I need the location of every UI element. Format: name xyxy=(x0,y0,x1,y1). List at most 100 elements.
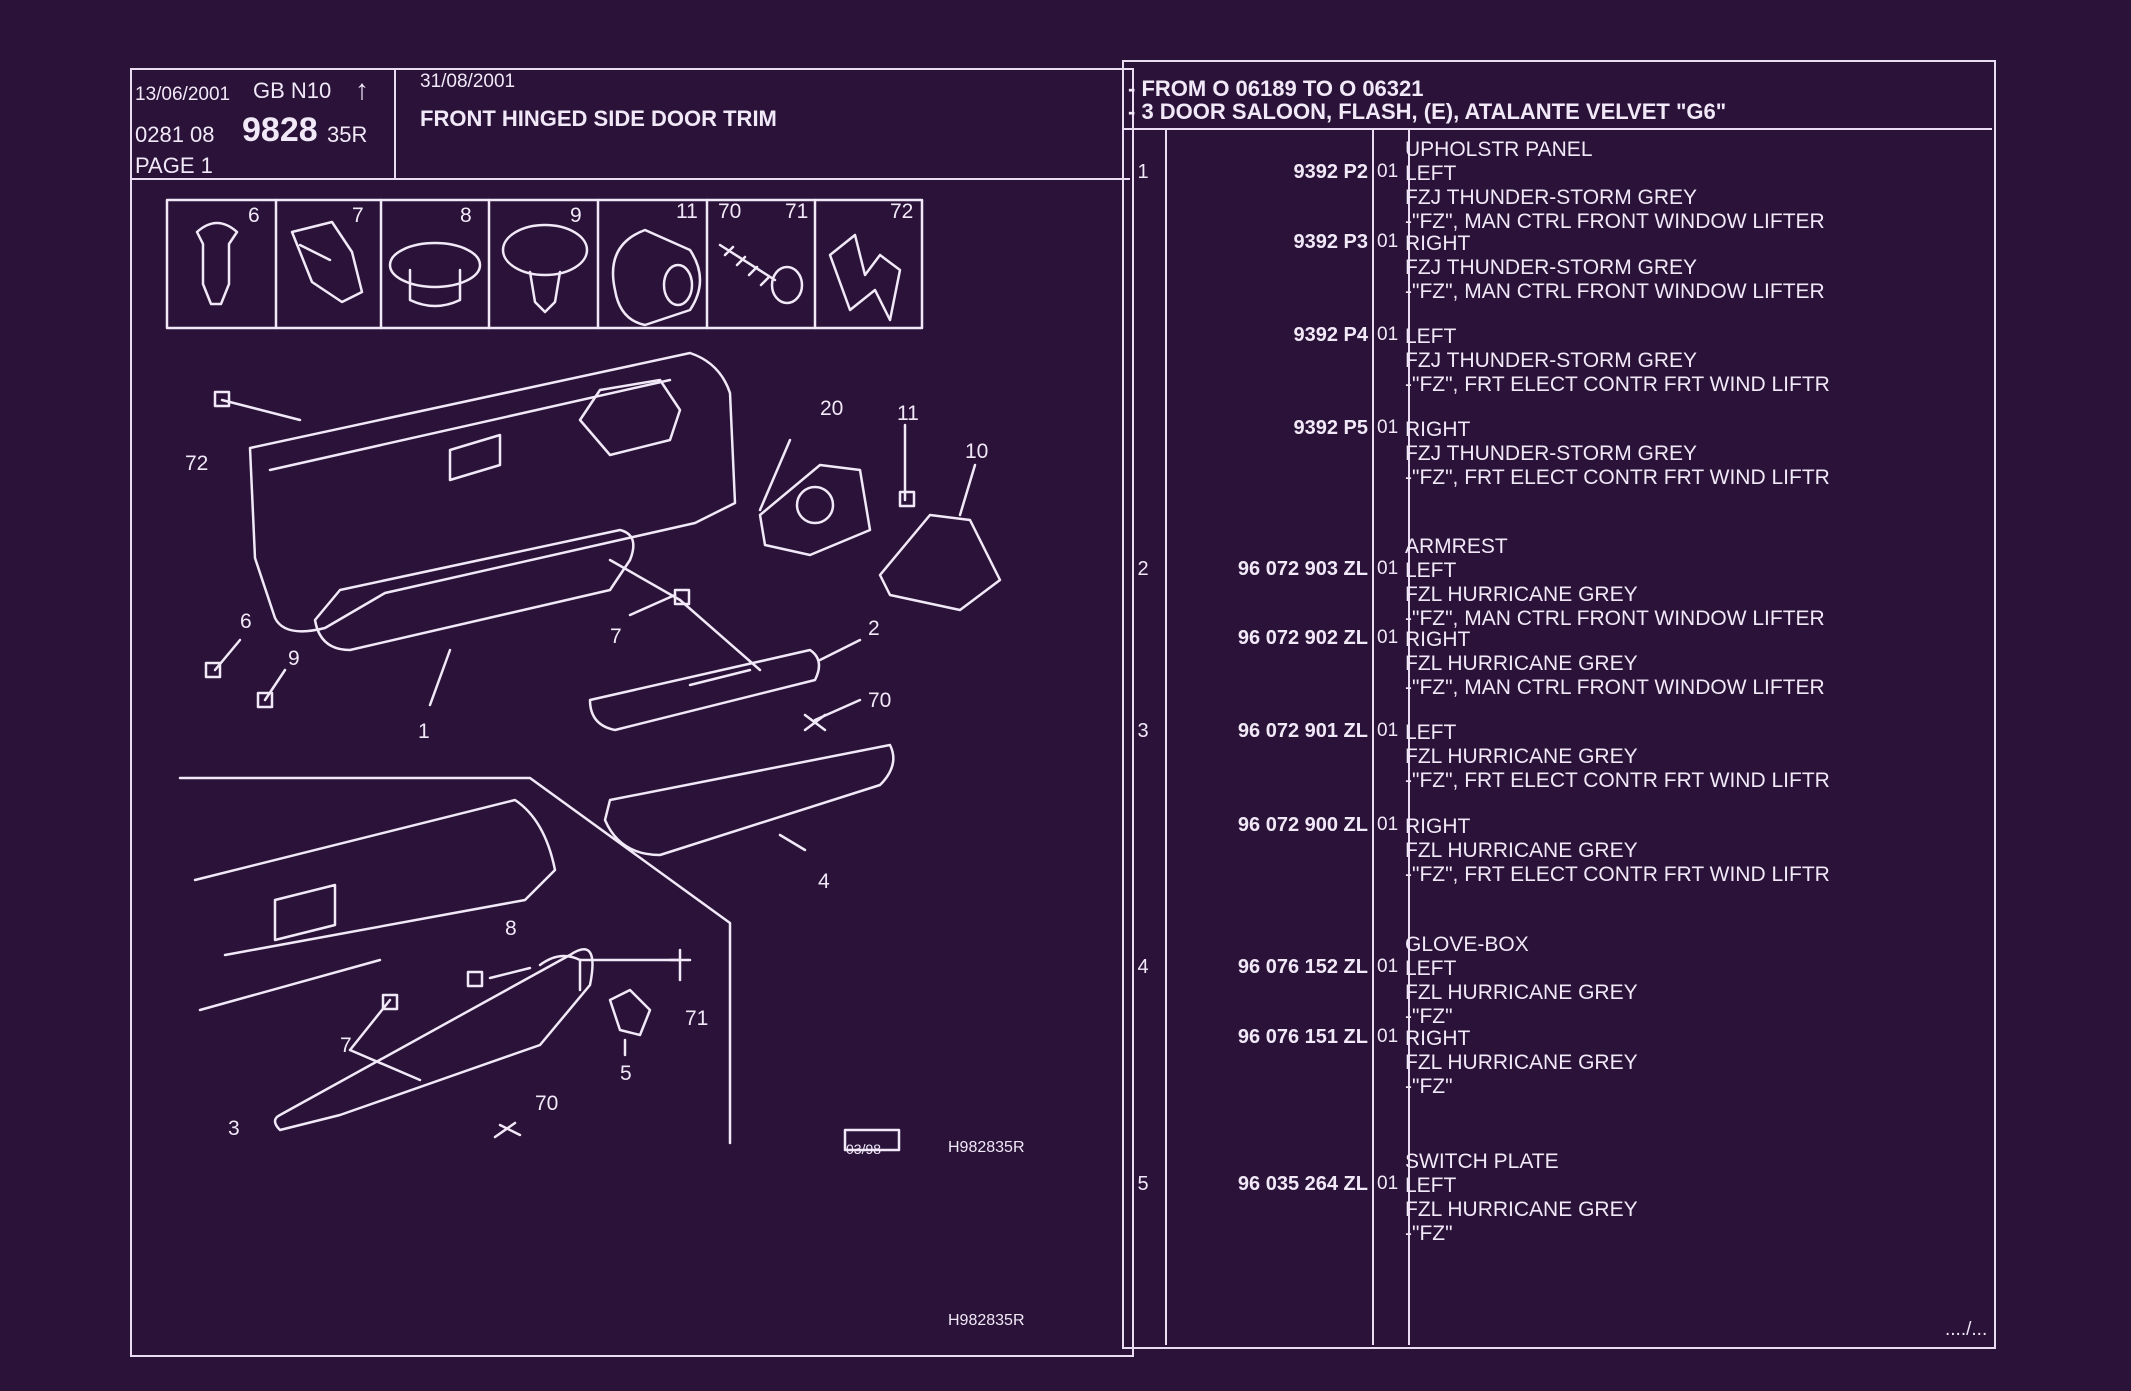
callout-7b: 7 xyxy=(340,1034,352,1057)
part-index: 2 xyxy=(1137,558,1149,580)
part-side: LEFT xyxy=(1405,325,1457,348)
part-description: -"FZ", MAN CTRL FRONT WINDOW LIFTER xyxy=(1405,280,1825,303)
callout-71: 71 xyxy=(685,1007,708,1030)
header-range: - FROM O 06189 TO O 06321 xyxy=(1128,76,1424,101)
part-group-heading: UPHOLSTR PANEL xyxy=(1405,138,1593,161)
revision-stamp: 03/98 xyxy=(846,1141,882,1157)
col-divider-qty-right xyxy=(1408,128,1410,1345)
part-description: FZJ THUNDER-STORM GREY xyxy=(1405,442,1698,465)
part-index: 1 xyxy=(1137,161,1149,183)
header-date-2: 31/08/2001 xyxy=(420,71,516,92)
part-reference: 9392 P2 xyxy=(1293,161,1368,183)
header-divider-vertical xyxy=(394,68,396,178)
part-description: FZL HURRICANE GREY xyxy=(1405,652,1638,675)
part-side: LEFT xyxy=(1405,559,1457,582)
left-panel-frame xyxy=(130,68,1134,1357)
part-side: RIGHT xyxy=(1405,628,1471,651)
part-side: LEFT xyxy=(1405,957,1457,980)
thumb-label-11: 11 xyxy=(676,200,698,223)
part-quantity: 01 xyxy=(1377,558,1399,579)
header-page: PAGE 1 xyxy=(135,153,213,178)
part-side: RIGHT xyxy=(1405,815,1471,838)
part-side: RIGHT xyxy=(1405,1027,1471,1050)
thumb-label-70: 70 xyxy=(718,200,741,223)
part-quantity: 01 xyxy=(1377,1026,1399,1047)
part-quantity: 01 xyxy=(1377,814,1399,835)
callout-3: 3 xyxy=(228,1117,240,1140)
part-reference: 96 076 152 ZL xyxy=(1237,956,1368,978)
part-description: FZJ THUNDER-STORM GREY xyxy=(1405,256,1698,279)
part-quantity: 01 xyxy=(1377,720,1399,741)
part-index: 3 xyxy=(1137,720,1149,742)
header-date-1: 13/06/2001 xyxy=(135,84,231,105)
callout-8: 8 xyxy=(505,917,517,940)
diagram-ref-code-bottom: H982835R xyxy=(948,1312,1025,1329)
part-quantity: 01 xyxy=(1377,161,1399,182)
diagram-ref-code: H982835R xyxy=(948,1139,1025,1156)
part-reference: 9392 P4 xyxy=(1293,324,1368,346)
callout-5: 5 xyxy=(620,1062,632,1085)
part-reference: 96 076 151 ZL xyxy=(1237,1026,1368,1048)
part-description: FZL HURRICANE GREY xyxy=(1405,1051,1638,1074)
part-quantity: 01 xyxy=(1377,956,1399,977)
part-index: 4 xyxy=(1137,956,1149,978)
header-divider-left xyxy=(130,178,1130,180)
part-description: -"FZ" xyxy=(1405,1005,1453,1028)
part-description: -"FZ", FRT ELECT CONTR FRT WIND LIFTR xyxy=(1405,373,1830,396)
part-side: LEFT xyxy=(1405,162,1457,185)
part-quantity: 01 xyxy=(1377,417,1399,438)
up-arrow-icon: ↑ xyxy=(355,74,369,105)
part-description: FZL HURRICANE GREY xyxy=(1405,839,1638,862)
part-quantity: 01 xyxy=(1377,627,1399,648)
col-divider-index xyxy=(1165,128,1167,1345)
page-title: FRONT HINGED SIDE DOOR TRIM xyxy=(420,106,777,131)
part-description: FZL HURRICANE GREY xyxy=(1405,1198,1638,1221)
callout-9: 9 xyxy=(288,647,300,670)
part-group-heading: SWITCH PLATE xyxy=(1405,1150,1559,1173)
thumb-label-8: 8 xyxy=(460,204,472,227)
part-quantity: 01 xyxy=(1377,231,1399,252)
part-reference: 96 035 264 ZL xyxy=(1237,1173,1368,1195)
part-description: FZJ THUNDER-STORM GREY xyxy=(1405,349,1698,372)
callout-72: 72 xyxy=(185,452,208,475)
part-description: -"FZ", FRT ELECT CONTR FRT WIND LIFTR xyxy=(1405,466,1830,489)
part-reference: 96 072 900 ZL xyxy=(1237,814,1368,836)
part-side: LEFT xyxy=(1405,721,1457,744)
callout-6: 6 xyxy=(240,610,252,633)
part-description: -"FZ", FRT ELECT CONTR FRT WIND LIFTR xyxy=(1405,769,1830,792)
header-market: GB N10 xyxy=(253,78,332,103)
part-description: -"FZ" xyxy=(1405,1075,1453,1098)
part-reference: 96 072 903 ZL xyxy=(1237,558,1368,580)
part-side: LEFT xyxy=(1405,1174,1457,1197)
part-description: FZJ THUNDER-STORM GREY xyxy=(1405,186,1698,209)
callout-10: 10 xyxy=(965,440,988,463)
thumb-label-7: 7 xyxy=(352,204,364,227)
col-divider-qty-left xyxy=(1372,128,1374,1345)
part-group-heading: GLOVE-BOX xyxy=(1405,933,1529,956)
part-description: FZL HURRICANE GREY xyxy=(1405,981,1638,1004)
callout-70: 70 xyxy=(868,689,891,712)
part-quantity: 01 xyxy=(1377,1173,1399,1194)
callout-11: 11 xyxy=(897,402,919,425)
thumb-label-71: 71 xyxy=(785,200,808,223)
callout-2: 2 xyxy=(868,617,880,640)
header-code-prefix: 0281 08 xyxy=(135,122,215,147)
header-code-main: 9828 xyxy=(242,111,318,149)
thumb-label-72: 72 xyxy=(890,200,913,223)
right-panel-frame xyxy=(1122,60,1996,1349)
part-index: 5 xyxy=(1137,1173,1149,1195)
callout-70b: 70 xyxy=(535,1092,558,1115)
part-reference: 96 072 901 ZL xyxy=(1237,720,1368,742)
continued-marker: ..../... xyxy=(1945,1319,1988,1340)
part-description: -"FZ", MAN CTRL FRONT WINDOW LIFTER xyxy=(1405,607,1825,630)
callout-1: 1 xyxy=(418,720,430,743)
part-description: -"FZ", MAN CTRL FRONT WINDOW LIFTER xyxy=(1405,676,1825,699)
thumb-label-6: 6 xyxy=(248,204,260,227)
header-divider-right xyxy=(1122,128,1992,130)
part-reference: 9392 P5 xyxy=(1293,417,1368,439)
thumb-label-9: 9 xyxy=(570,204,582,227)
part-side: RIGHT xyxy=(1405,418,1471,441)
part-reference: 9392 P3 xyxy=(1293,231,1368,253)
fastener-thumbnail-strip xyxy=(165,198,924,330)
